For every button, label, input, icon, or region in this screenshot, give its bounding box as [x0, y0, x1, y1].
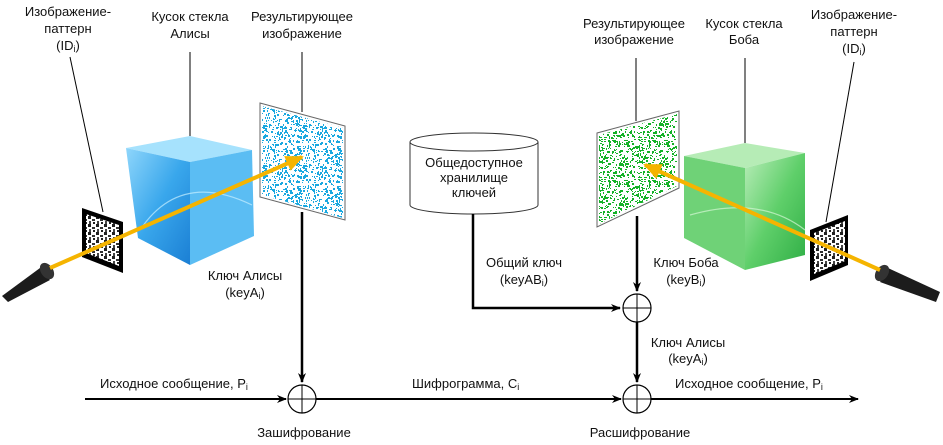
alice-key-label: Ключ Алисы (keyAi) [208, 268, 282, 301]
label-line: изображение [262, 26, 342, 41]
bob-key-label: Ключ Боба (keyBi) [653, 255, 719, 288]
plaintext-out-label: Исходное сообщение, Pi [675, 376, 823, 392]
shared-key-label: Общий ключ (keyABi) [486, 255, 562, 288]
leader-line [825, 61, 855, 223]
alice-pattern-label: Изображение- паттерн (IDi) [25, 4, 111, 54]
label-line: Боба [729, 32, 760, 47]
bob-result-noise-image [596, 110, 680, 228]
alice-light-beam [49, 155, 304, 270]
plaintext-in-label: Исходное сообщение, Pi [100, 376, 248, 392]
alice-qr-pattern-image [82, 208, 123, 273]
alice-glass-label: Кусок стекла Алисы [151, 9, 229, 41]
encrypt-xor-operator [287, 384, 317, 414]
label-line: Кусок стекла [705, 16, 783, 31]
key-var: (keyABi) [500, 272, 548, 288]
label-line: Алисы [170, 26, 209, 41]
key-name: Ключ Алисы [651, 335, 725, 350]
label-line: Изображение- [811, 7, 897, 22]
label-line: паттерн [830, 24, 877, 39]
key-var: (keyAi) [225, 285, 265, 301]
public-key-storage: Общедоступное хранилище ключей [409, 132, 539, 215]
bob-glass-cube [684, 143, 806, 270]
encrypt-label: Зашифрование [257, 425, 351, 440]
decrypt-label: Расшифрование [590, 425, 690, 440]
label-line: хранилище [440, 170, 508, 185]
label-line: Результирующее [251, 9, 353, 24]
key-name: Ключ Алисы [208, 268, 282, 283]
label-line: паттерн [44, 21, 91, 36]
key-var: (keyAi) [668, 351, 708, 367]
ciphertext-label: Шифрограмма, Ci [412, 376, 519, 392]
leader-line [69, 56, 104, 213]
label-line: ключей [452, 185, 496, 200]
key-xor-operator [622, 293, 652, 323]
pattern-id: (IDi) [56, 38, 80, 54]
bob-result-label: Результирующее изображение [583, 16, 685, 47]
derived-alice-key-label: Ключ Алисы (keyAi) [651, 335, 725, 367]
label-line: Изображение- [25, 4, 111, 19]
bob-light-beam [643, 163, 881, 272]
label-line: Кусок стекла [151, 9, 229, 24]
label-line: Результирующее [583, 16, 685, 31]
bob-glass-label: Кусок стекла Боба [705, 16, 783, 47]
alice-flashlight-icon [2, 262, 55, 302]
label-line: изображение [594, 32, 674, 47]
pattern-id: (IDi) [842, 41, 866, 57]
decrypt-xor-operator [622, 384, 652, 414]
alice-result-label: Результирующее изображение [251, 9, 353, 41]
label-line: Общедоступное [425, 155, 523, 170]
alice-glass-cube [126, 136, 254, 265]
shared-key-arrow [471, 214, 621, 312]
key-name: Общий ключ [486, 255, 562, 270]
key-var: (keyBi) [666, 272, 706, 288]
key-name: Ключ Боба [653, 255, 719, 270]
bob-flashlight-icon [874, 264, 940, 302]
alice-result-noise-image [259, 102, 346, 221]
bob-pattern-label: Изображение- паттерн (IDi) [811, 7, 897, 57]
